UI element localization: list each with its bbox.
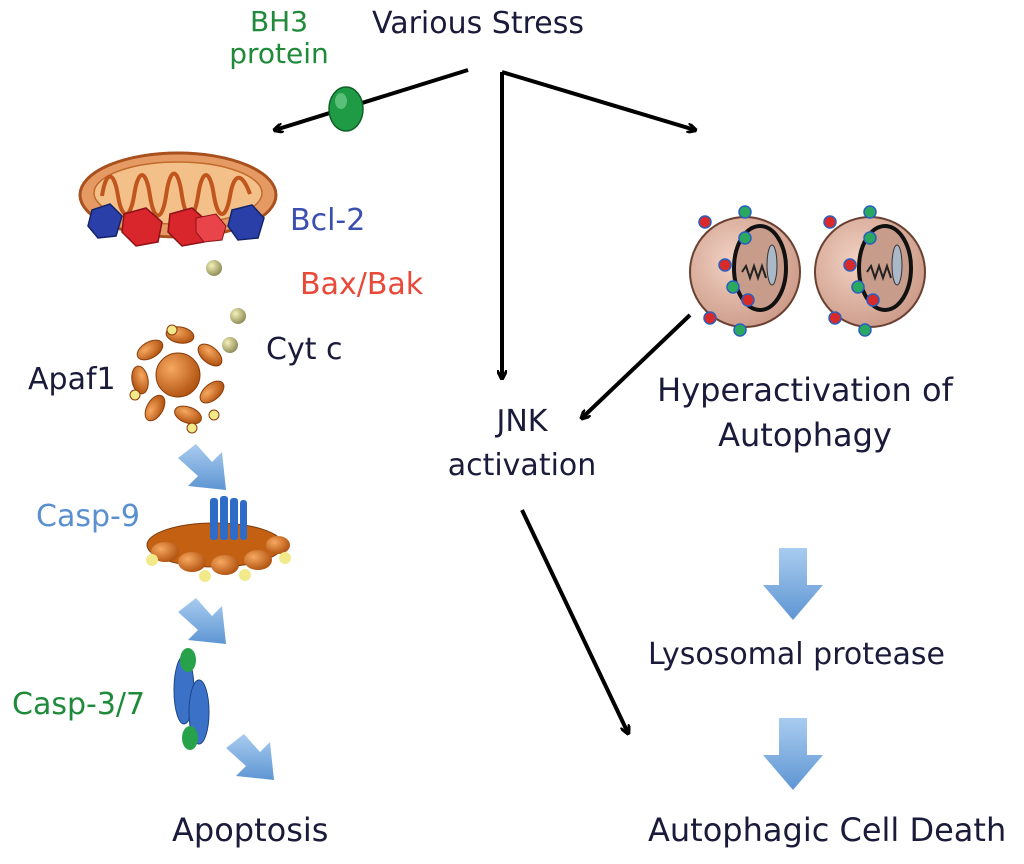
- arrow-autophagy-to-jnk: [582, 313, 692, 418]
- autophagosome-icon-1: [689, 205, 801, 337]
- hyperactivation-autophagy-label: Hyperactivation of Autophagy: [640, 368, 970, 458]
- casp9-apoptosome-icon: [146, 496, 291, 582]
- casp37-label: Casp-3/7: [12, 687, 146, 722]
- arrow-jnk-to-cell-death: [520, 509, 628, 733]
- cytc-label: Cyt c: [266, 332, 343, 367]
- hyper-label-line1: Hyperactivation of: [657, 371, 953, 409]
- block-arrow-autophagy-to-lysosomal: [763, 548, 823, 620]
- apoptosis-label: Apoptosis: [172, 811, 329, 849]
- apaf1-label: Apaf1: [28, 362, 116, 397]
- lysosomal-protease-label: Lysosomal protease: [648, 637, 945, 672]
- arrow-stress-to-autophagy: [501, 70, 695, 130]
- casp37-icon: [173, 648, 210, 750]
- bcl2-label: Bcl-2: [290, 203, 366, 238]
- autophagosome-icon-2: [814, 205, 926, 337]
- cytochrome-c-icon: [206, 260, 246, 353]
- jnk-label-line1: JNK: [496, 404, 548, 439]
- block-arrow-lysosomal-to-death: [763, 718, 823, 790]
- jnk-label-line2: activation: [447, 447, 597, 483]
- block-arrow-apaf1-to-casp9: [178, 444, 226, 490]
- autophagy-block-arrows: [763, 548, 823, 790]
- hyper-label-line2: Autophagy: [718, 415, 892, 454]
- jnk-activation-label: JNK activation: [432, 400, 612, 487]
- block-arrow-casp37-to-apoptosis: [226, 734, 274, 780]
- bh3-label-line2: protein: [229, 37, 329, 71]
- bh3-label-line1: BH3: [249, 5, 309, 38]
- bcl2-bax-proteins: [87, 203, 265, 247]
- various-stress-label: Various Stress: [372, 6, 584, 41]
- apaf1-apoptosome-icon: [129, 324, 225, 434]
- block-arrow-casp9-to-casp37: [178, 598, 226, 644]
- bh3-protein-icon: [328, 86, 364, 132]
- apoptosis-block-arrows: [178, 444, 274, 780]
- baxbak-label: Bax/Bak: [300, 267, 424, 302]
- bh3-protein-label: BH3 protein: [214, 5, 344, 71]
- casp9-label: Casp-9: [36, 499, 140, 534]
- autophagic-cell-death-label: Autophagic Cell Death: [648, 811, 1007, 849]
- arrow-stress-to-mitochondria: [275, 68, 469, 130]
- stress-arrows: [275, 68, 695, 733]
